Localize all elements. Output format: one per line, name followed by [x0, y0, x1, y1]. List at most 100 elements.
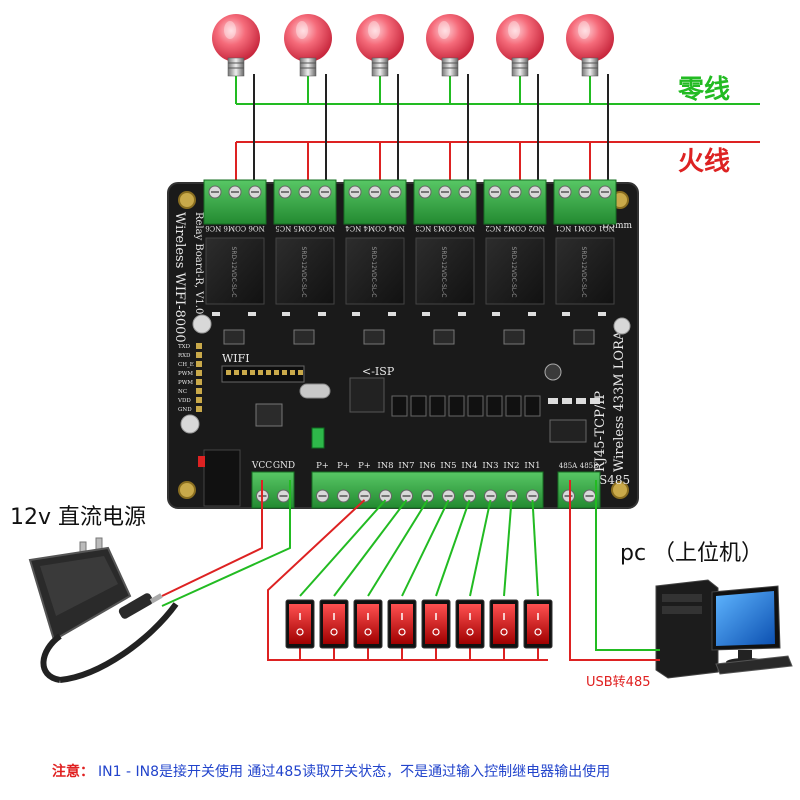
light-bulb-icon	[426, 14, 474, 77]
input-terminal-label: IN5	[440, 461, 456, 471]
relay-model: SRD-12VDC-SL-C	[230, 247, 237, 298]
dc-jack	[203, 449, 241, 507]
header-pin-label: GND	[178, 407, 192, 413]
wifi-label: WIFI	[222, 352, 250, 365]
bulb-group	[212, 14, 614, 188]
relay: SRD-12VDC-SL-C	[205, 237, 265, 305]
relay-model: SRD-12VDC-SL-C	[510, 247, 517, 298]
relay-terminal-block[interactable]	[553, 179, 617, 225]
relay-model: SRD-12VDC-SL-C	[580, 247, 587, 298]
rocker-switch[interactable]	[387, 599, 417, 649]
resistor	[598, 312, 606, 316]
optocoupler	[448, 395, 465, 417]
input-wire	[531, 499, 539, 597]
resistor	[212, 312, 220, 316]
input-terminal-label: IN7	[398, 461, 414, 471]
relay-terminal-block[interactable]	[343, 179, 407, 225]
power-terminal-block[interactable]	[251, 471, 295, 509]
input-terminal-label: P+	[358, 461, 371, 471]
relay-terminal-block[interactable]	[203, 179, 267, 225]
input-terminal-label: IN6	[419, 461, 435, 471]
resistor	[492, 312, 500, 316]
power-symbol-icon	[534, 628, 542, 636]
relay-terminal-block[interactable]	[273, 179, 337, 225]
header-pin	[196, 406, 202, 412]
resistor	[318, 312, 326, 316]
input-terminal-label: IN4	[461, 461, 477, 471]
input-terminal-label: IN2	[503, 461, 519, 471]
header-pin	[196, 397, 202, 403]
rocker-switch[interactable]	[523, 599, 553, 649]
pc-icon	[655, 579, 793, 679]
input-wire	[503, 499, 513, 597]
common-wire	[267, 499, 548, 661]
rocker-switch[interactable]	[455, 599, 485, 649]
resistor	[562, 312, 570, 316]
mount-hole-label: D3mm	[602, 221, 632, 231]
note-prefix: 注意：	[52, 763, 94, 780]
capacitor	[544, 363, 562, 381]
rocker-switch[interactable]	[319, 599, 349, 649]
rs485-terminal-block[interactable]	[557, 471, 601, 509]
rocker-switch[interactable]	[489, 599, 519, 649]
rocker-switch[interactable]	[421, 599, 451, 649]
resistor	[562, 398, 572, 404]
power-symbol-icon	[466, 628, 474, 636]
transistor	[223, 329, 245, 345]
rocker-switch[interactable]	[353, 599, 383, 649]
header-pin-label: CH_E	[178, 362, 194, 368]
mount-hole-icon	[178, 191, 196, 209]
relay: SRD-12VDC-SL-C	[345, 237, 405, 305]
jumper	[311, 427, 325, 449]
board-right-line2: Wireless 433M LORA	[612, 330, 627, 472]
transistor	[573, 329, 595, 345]
crystal-oscillator	[299, 383, 331, 399]
relay-model: SRD-12VDC-SL-C	[440, 247, 447, 298]
inductor	[255, 403, 283, 427]
transistor	[433, 329, 455, 345]
capacitor	[180, 414, 200, 434]
note-body: IN1 - IN8是接开关使用 通过485读取开关状态，不是通过输入控制继电器输…	[98, 763, 610, 780]
optocoupler	[391, 395, 408, 417]
mount-hole-icon	[611, 481, 629, 499]
transistor	[503, 329, 525, 345]
header-pin-label: NC	[178, 389, 187, 395]
relay-terminal-label: NO1 COM1 NC1	[555, 224, 614, 232]
light-bulb-icon	[356, 14, 404, 77]
relay-terminal-block[interactable]	[483, 179, 547, 225]
input-wire	[435, 499, 471, 597]
power-symbol-icon	[398, 628, 406, 636]
header-pin	[196, 388, 202, 394]
resistor	[458, 312, 466, 316]
relay-terminal-block[interactable]	[413, 179, 477, 225]
usb-converter-label: USB转485	[586, 675, 651, 690]
resistor	[388, 312, 396, 316]
resistor	[548, 398, 558, 404]
relay: SRD-12VDC-SL-C	[485, 237, 545, 305]
input-wire	[333, 499, 408, 597]
power-terminal-label: GND	[273, 461, 295, 471]
isp-label: <-ISP	[362, 365, 395, 378]
board-title-line2: Wireless WIFI-8000	[172, 212, 187, 343]
optocoupler	[467, 395, 484, 417]
resistor	[422, 312, 430, 316]
optocoupler	[486, 395, 503, 417]
board-title-line1: Relay Board-R, V1.0	[193, 212, 204, 314]
transistor	[293, 329, 315, 345]
relay-terminal-label: NO3 COM3 NC3	[415, 224, 474, 232]
power-symbol-icon	[330, 628, 338, 636]
header-pin-label: TXD	[178, 344, 191, 350]
input-wire	[367, 499, 429, 597]
mount-hole-icon	[178, 481, 196, 499]
mcu-chip	[349, 377, 385, 413]
optocoupler	[429, 395, 446, 417]
light-bulb-icon	[496, 14, 544, 77]
power-supply-label: 12v 直流电源	[10, 505, 146, 530]
input-terminal-block[interactable]	[311, 471, 544, 509]
rocker-switch[interactable]	[285, 599, 315, 649]
board-right-line1: RJ45-TCP/IP	[593, 391, 608, 472]
capacitor	[613, 317, 631, 335]
resistor	[590, 398, 600, 404]
